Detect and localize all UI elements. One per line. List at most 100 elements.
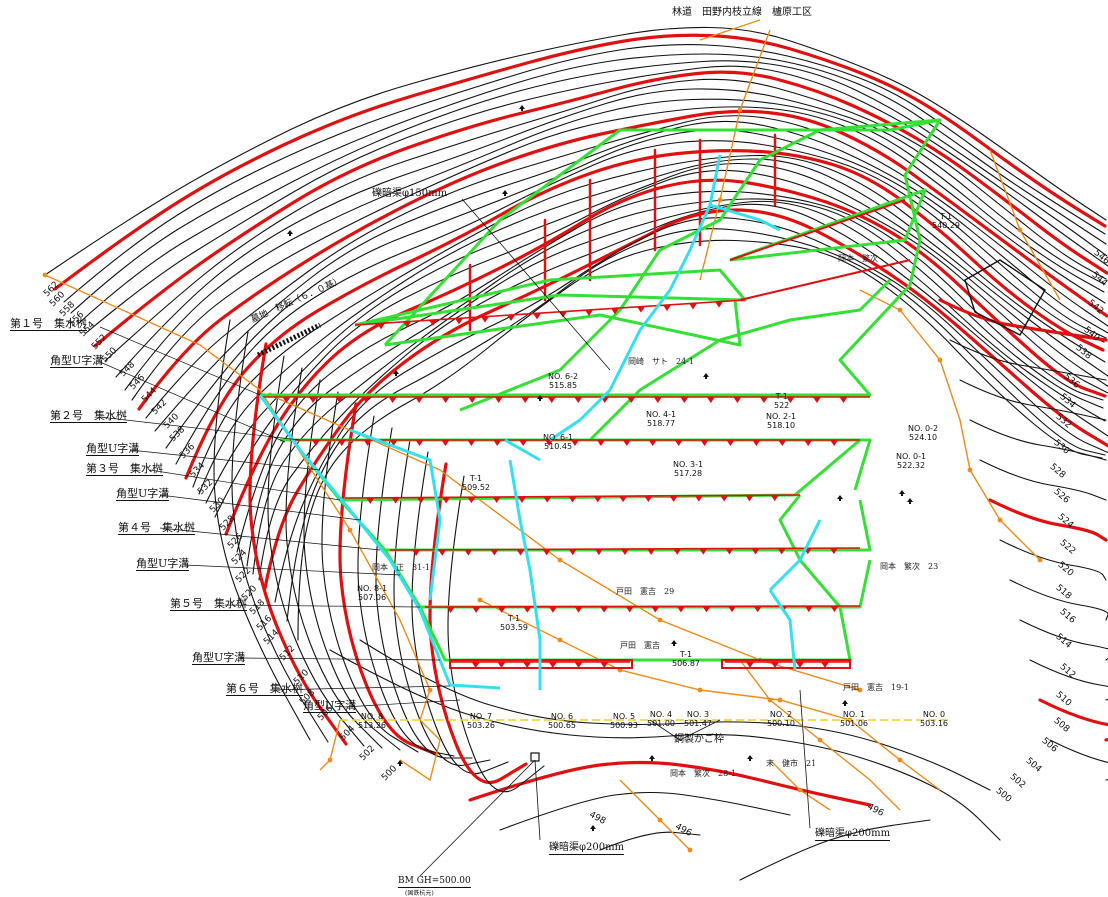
u-ditch-label-1: 角型U字溝 [50, 354, 104, 368]
station-elev: 518.77 [647, 419, 676, 429]
station-name: NO. 0-2 [908, 424, 939, 433]
ditch-marker [571, 440, 579, 446]
ditch-marker [812, 397, 821, 403]
ditch-marker [412, 549, 421, 556]
survey-line [699, 29, 771, 281]
culvert-line [349, 428, 442, 601]
map-title: 林道 田野内枝立線 櫨原工区 [672, 7, 812, 18]
contour [359, 639, 991, 791]
tree-symbol [907, 498, 913, 504]
ditch-marker [694, 495, 703, 502]
u-ditch-label-3: 角型U字溝 [116, 487, 170, 501]
index-contour [1038, 698, 1108, 742]
owner-label: 末 健市 21 [766, 759, 817, 768]
owner-label: 戸田 憲吉 29 [616, 587, 675, 596]
ditch-marker [637, 306, 645, 313]
ditch-marker [625, 606, 634, 613]
ditch-marker [702, 606, 711, 613]
ditch-marker [441, 440, 450, 446]
ditch-marker [493, 440, 502, 446]
u-ditch-label-4: 角型U字溝 [136, 557, 190, 571]
survey-point [857, 687, 863, 693]
contour [447, 475, 545, 793]
ditch-marker [429, 320, 437, 326]
map-symbols [99, 105, 1046, 877]
index-contour [93, 70, 1108, 348]
ditch-marker [471, 662, 480, 668]
u-ditch-label-5: 角型U字溝 [192, 651, 246, 665]
ditch-marker [689, 303, 697, 310]
ditch-marker [725, 548, 734, 555]
culvert-line [709, 203, 781, 232]
catch-basin-2-label: 第２号 集水桝 [50, 409, 127, 423]
station-elev: 500.65 [548, 721, 576, 731]
station-name: NO. 3-1 [673, 460, 704, 469]
drain-frame [420, 559, 872, 609]
tree-symbol [537, 395, 543, 401]
ditch-marker [442, 497, 451, 504]
drain-frame [385, 499, 872, 552]
ditch-marker [759, 397, 768, 403]
survey-point [557, 637, 563, 643]
ditch-marker [830, 440, 839, 446]
ditch-marker [771, 662, 779, 668]
ditch-marker [516, 549, 525, 556]
u-ditch-label-2: 角型U字溝 [86, 442, 140, 456]
ditch-marker [651, 606, 660, 613]
ditch-marker [621, 549, 629, 555]
gravel-drain-200-label-a: 礫暗渠φ200mm [549, 842, 625, 855]
survey-point [817, 737, 823, 743]
ditch-marker [389, 440, 398, 446]
station-elev: 506.87 [672, 659, 700, 669]
contour [979, 459, 1107, 501]
survey-point [897, 757, 903, 763]
ditch-marker [377, 323, 385, 330]
ditch-marker [388, 397, 397, 403]
survey-point [42, 272, 48, 278]
contour [274, 217, 1108, 603]
survey-point [937, 357, 943, 363]
ditch-marker [674, 440, 683, 446]
catch-basin-4-label: 第４号 集水桝 [118, 521, 195, 535]
contour [44, 26, 1107, 276]
culvert-line [258, 394, 501, 690]
station-elev: 500.10 [767, 719, 795, 729]
survey-line [319, 719, 341, 771]
ditch-marker [472, 606, 481, 613]
ditch-marker [720, 495, 729, 502]
contour [393, 439, 491, 766]
drain-frame [260, 118, 942, 397]
contour [285, 367, 383, 749]
tree-symbol [502, 190, 508, 196]
culvert-line [504, 438, 541, 462]
index-contour [468, 760, 872, 807]
station-elev: 517.28 [674, 469, 703, 479]
ditch-marker [627, 397, 636, 403]
contour [1029, 659, 1108, 701]
ditch-marker [416, 497, 425, 504]
leader-line [679, 719, 721, 741]
index-contour [428, 462, 528, 785]
gravel-drain-150-label: 礫暗渠φ150mm [372, 188, 448, 199]
u-ditch-line [739, 259, 911, 301]
ditch-marker [467, 440, 476, 446]
tree-symbol [671, 640, 677, 646]
leader-line [159, 527, 381, 551]
contour [175, 140, 1105, 465]
ditch-marker [441, 397, 450, 403]
survey-point [717, 197, 723, 203]
contour-lines [44, 26, 1108, 881]
contour [205, 163, 1108, 504]
tree-symbol [393, 370, 399, 376]
contour [267, 355, 365, 747]
catch-basin-6-label: 第６号 集水桝 [226, 682, 303, 696]
ditch-marker [804, 440, 813, 446]
survey-line [699, 19, 761, 41]
ditch-marker [585, 310, 593, 316]
ditch-marker [519, 440, 528, 446]
drain-frame [459, 118, 941, 412]
